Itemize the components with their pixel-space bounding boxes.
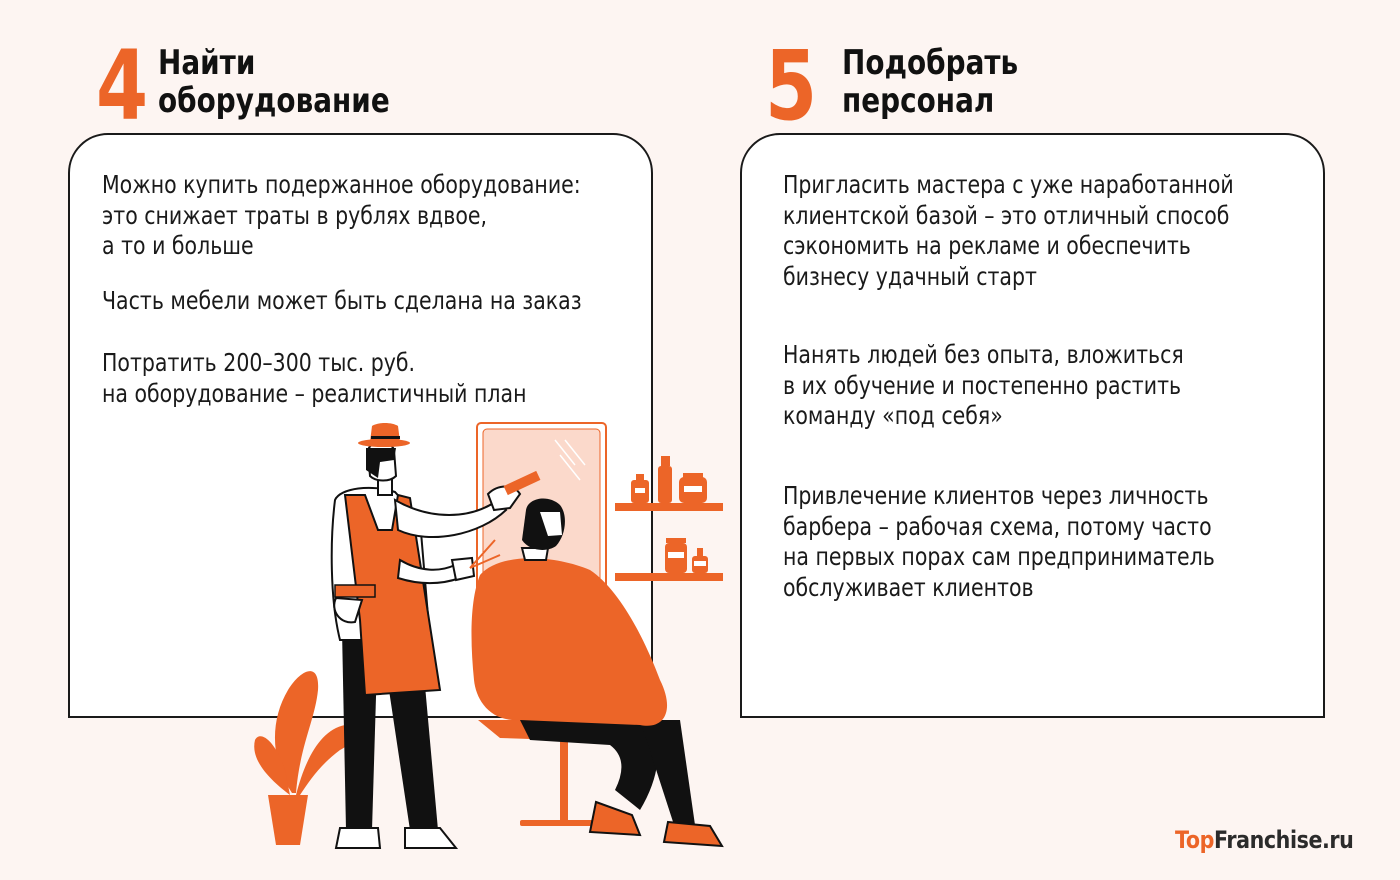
logo-part-franchise: Franchise.ru bbox=[1214, 826, 1354, 854]
shelf-bottles-icon bbox=[615, 456, 723, 581]
step-5-card bbox=[740, 133, 1325, 718]
step-4-paragraph-2: Часть мебели может быть сделана на заказ bbox=[102, 286, 582, 315]
barber-illustration bbox=[254, 422, 724, 849]
step-5-number: 5 bbox=[765, 30, 817, 142]
step-5-title: Подобрать персонал bbox=[842, 44, 1018, 120]
topfranchise-logo[interactable]: TopFranchise.ru bbox=[1175, 826, 1354, 854]
step-5-title-line2: персонал bbox=[842, 81, 995, 121]
step-5-paragraph-1: Пригласить мастера с уже наработанной кл… bbox=[783, 170, 1234, 291]
client-icon bbox=[471, 498, 668, 726]
step-5-paragraph-2: Нанять людей без опыта, вложиться в их о… bbox=[783, 340, 1184, 430]
step-4-title-line1: Найти bbox=[158, 43, 256, 83]
step-4-paragraph-3: Потратить 200–300 тыс. руб. на оборудова… bbox=[102, 348, 527, 408]
hat-icon bbox=[358, 423, 410, 447]
step-4-paragraph-1: Можно купить подержанное оборудование: э… bbox=[102, 170, 581, 260]
step-4-title-line2: оборудование bbox=[158, 81, 390, 121]
step-5-title-line1: Подобрать bbox=[842, 43, 1019, 83]
plant-icon bbox=[254, 671, 356, 845]
step-5-paragraph-3: Привлечение клиентов через личность барб… bbox=[783, 481, 1215, 602]
step-4-title: Найти оборудование bbox=[158, 44, 390, 120]
barber-icon bbox=[330, 423, 541, 849]
step-4-number: 4 bbox=[96, 30, 148, 142]
logo-part-top: Top bbox=[1175, 826, 1215, 854]
